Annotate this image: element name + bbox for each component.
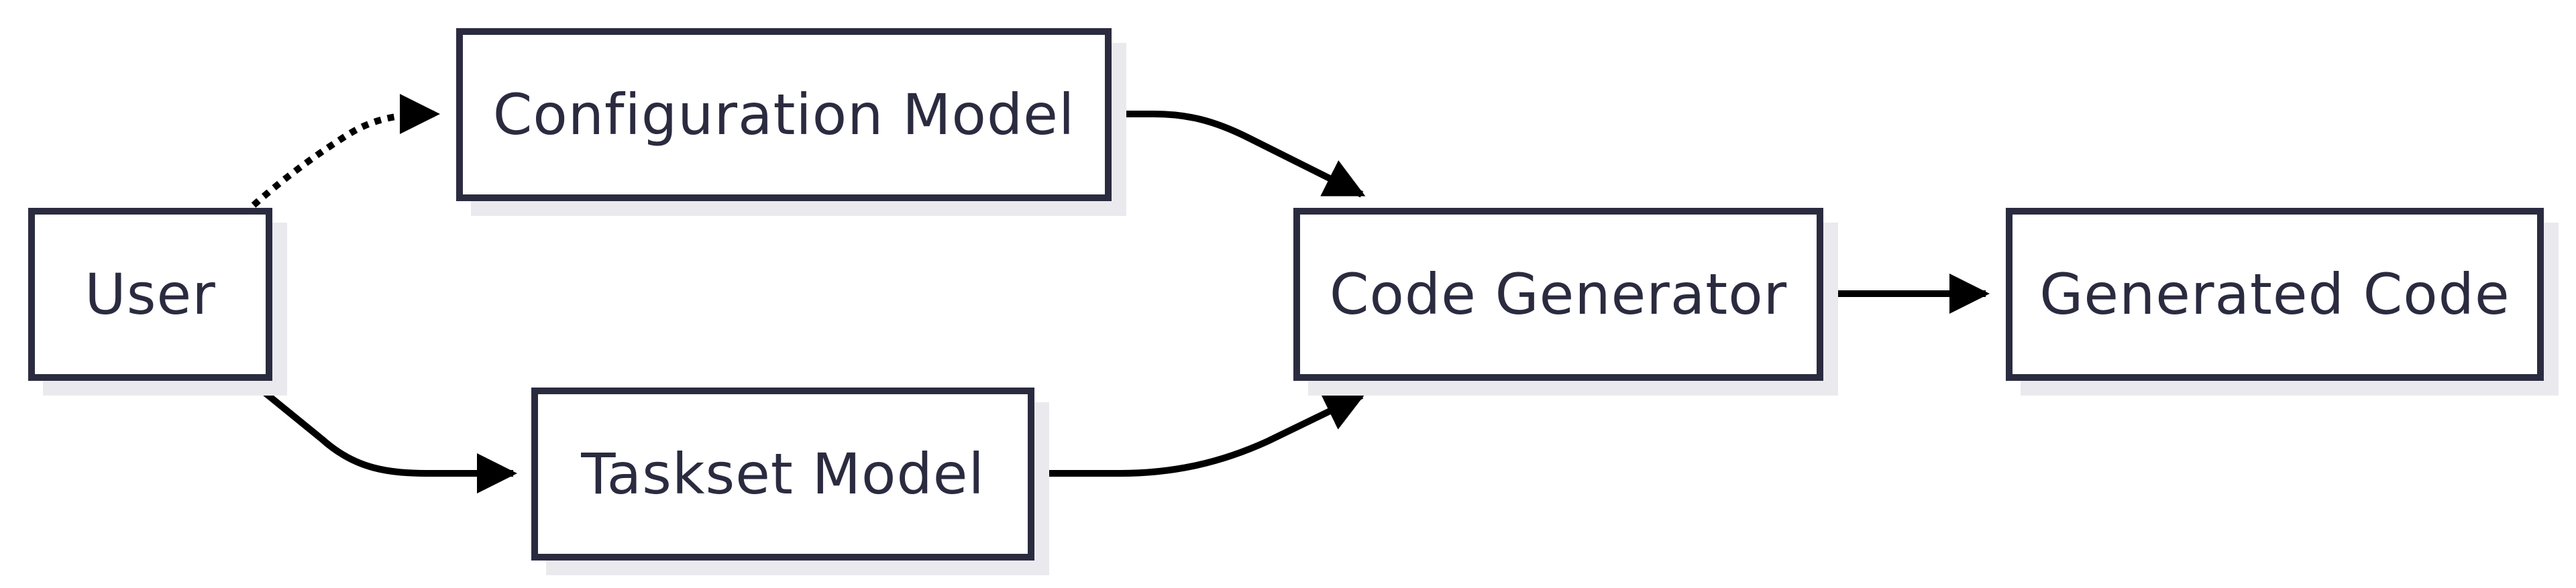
node-configuration-model[interactable]: Configuration Model: [456, 28, 1112, 201]
edge-user-to-config: [251, 94, 440, 208]
node-user-label: User: [85, 261, 216, 327]
edge-config-to-codegen: [1112, 111, 1366, 198]
node-generated-code[interactable]: Generated Code: [2006, 208, 2544, 381]
node-user[interactable]: User: [28, 208, 272, 381]
edge-taskset-to-codegen: [1034, 392, 1366, 477]
node-taskset-model-label: Taskset Model: [581, 441, 985, 507]
node-generated-code-label: Generated Code: [2039, 261, 2510, 327]
node-configuration-model-label: Configuration Model: [492, 82, 1075, 148]
node-code-generator-label: Code Generator: [1329, 261, 1788, 327]
node-taskset-model[interactable]: Taskset Model: [531, 388, 1034, 561]
edge-user-to-taskset: [251, 381, 517, 493]
node-code-generator[interactable]: Code Generator: [1293, 208, 1823, 381]
